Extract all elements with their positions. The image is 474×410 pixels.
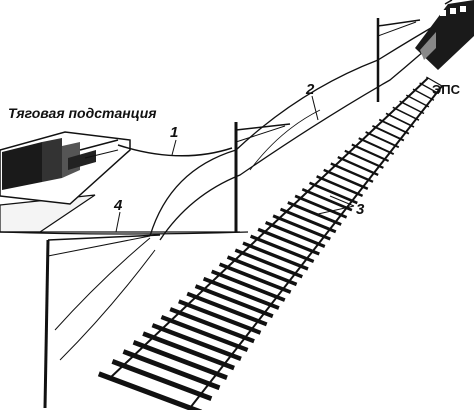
- track-sleeper: [142, 331, 235, 371]
- contact-wire-number-label: 2: [305, 81, 315, 98]
- return-feeder-number-label: 4: [113, 197, 123, 214]
- track-sleeper: [419, 82, 440, 95]
- track-sleeper: [272, 214, 331, 241]
- track-sleeper: [257, 227, 320, 256]
- track-sleeper: [385, 112, 415, 128]
- track-sleeper: [160, 314, 249, 353]
- track-sleeper: [97, 371, 203, 410]
- train-label: ЭПС: [432, 82, 461, 97]
- track-sleeper: [287, 201, 342, 226]
- feeder-number-label: 1: [170, 124, 178, 141]
- feeder-wires: [0, 144, 249, 235]
- track-sleeper: [344, 149, 384, 169]
- track-sleeper: [242, 241, 309, 271]
- track-sleeper: [351, 143, 390, 162]
- track-sleeper: [337, 156, 379, 176]
- rails-number-label: 3: [356, 201, 365, 218]
- track-sleeper: [111, 359, 213, 402]
- track-sleeper: [234, 248, 303, 279]
- track-sleeper: [279, 207, 337, 234]
- track-sleeper: [316, 175, 364, 198]
- track-sleeper: [226, 255, 298, 287]
- substation-building-icon: [0, 131, 131, 205]
- track-sleeper: [264, 221, 326, 248]
- track-sleeper: [323, 168, 369, 190]
- track-sleeper: [169, 307, 255, 344]
- track-sleeper: [151, 323, 242, 362]
- track-sleeper: [122, 349, 221, 391]
- track-sleeper: [392, 106, 420, 121]
- track-sleeper: [412, 88, 435, 101]
- track-sleeper: [365, 131, 400, 149]
- track-sleeper: [308, 181, 358, 205]
- substation-label: Тяговая подстанция: [8, 105, 157, 121]
- track-sleepers: [97, 76, 444, 410]
- track-sleeper: [132, 340, 228, 380]
- track-sleeper: [405, 94, 430, 108]
- track-sleeper: [371, 124, 405, 142]
- track-sleeper: [358, 137, 395, 156]
- track-sleeper: [249, 234, 315, 264]
- track-sleeper: [202, 276, 280, 310]
- leader-lines: [115, 95, 355, 233]
- track-sleeper: [378, 118, 410, 135]
- track-sleeper: [194, 284, 274, 319]
- electric-train-icon: [415, 0, 474, 70]
- track-sleeper: [301, 188, 353, 212]
- track-sleeper: [330, 162, 374, 183]
- track-sleeper: [294, 194, 348, 219]
- track-sleeper: [211, 269, 286, 302]
- contact-wire: [54, 17, 451, 361]
- rail-track-icon: [97, 76, 444, 410]
- track-sleeper: [186, 291, 268, 327]
- track-sleeper: [218, 262, 292, 294]
- track-sleeper: [426, 76, 444, 88]
- track-sleeper: [178, 299, 262, 335]
- track-sleeper: [399, 100, 425, 115]
